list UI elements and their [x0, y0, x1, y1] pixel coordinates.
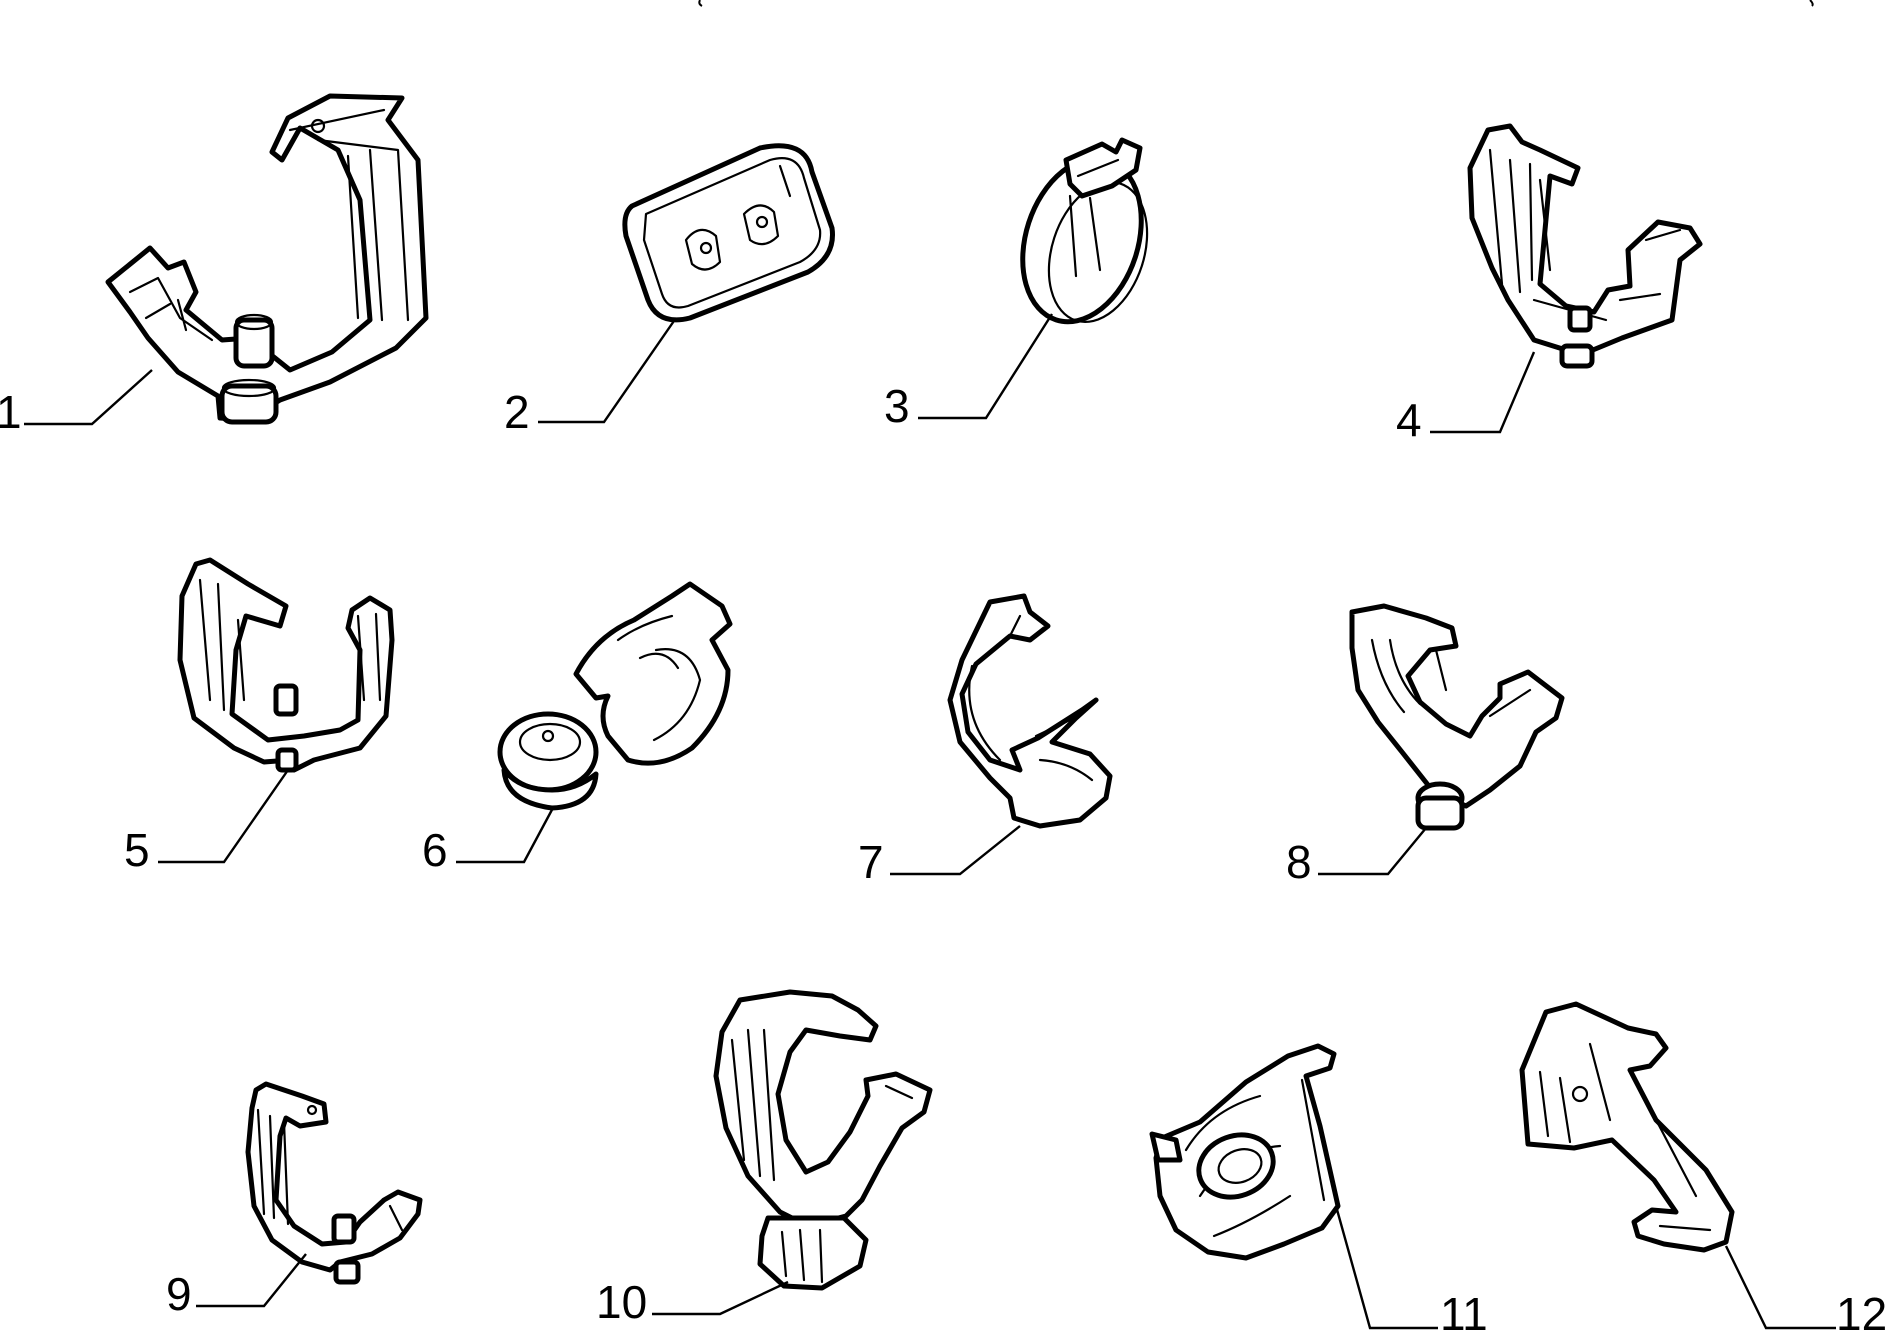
part-label-1: 1: [0, 386, 22, 438]
part-label-8: 8: [1286, 836, 1312, 888]
leader-5: [158, 769, 289, 864]
part-label-12: 12: [1836, 1288, 1885, 1332]
leader-7: [890, 825, 1021, 876]
part-7-drawing[interactable]: [947, 593, 1113, 829]
leader-1: [24, 369, 153, 426]
part-label-11: 11: [1440, 1288, 1488, 1332]
frame-mark-right: [1809, 0, 1814, 7]
leader-11: [1334, 1205, 1438, 1330]
part-4-drawing[interactable]: [1467, 123, 1703, 369]
leader-9: [196, 1253, 307, 1308]
leader-3: [918, 313, 1054, 420]
leader-4: [1430, 351, 1536, 434]
leader-2: [538, 317, 677, 424]
part-9-drawing[interactable]: [245, 1081, 423, 1285]
part-label-7: 7: [858, 836, 884, 888]
leader-12: [1724, 1245, 1836, 1330]
part-11-drawing[interactable]: [1149, 1043, 1341, 1261]
part-label-4: 4: [1396, 394, 1422, 446]
part-1-drawing[interactable]: [105, 93, 429, 425]
leader-6: [456, 805, 556, 864]
part-label-10: 10: [596, 1276, 647, 1328]
frame-mark-left: [698, 0, 703, 7]
part-5-drawing[interactable]: [177, 557, 395, 773]
part-6-drawing[interactable]: [497, 581, 733, 811]
part-label-9: 9: [166, 1268, 192, 1320]
part-label-2: 2: [504, 386, 530, 438]
part-8-drawing[interactable]: [1349, 603, 1565, 831]
leader-10: [652, 1280, 789, 1316]
part-12-drawing[interactable]: [1519, 1001, 1735, 1253]
part-label-6: 6: [422, 824, 448, 876]
part-label-5: 5: [124, 824, 150, 876]
leader-8: [1318, 827, 1427, 876]
part-2-drawing[interactable]: [622, 143, 835, 323]
part-10-drawing[interactable]: [713, 989, 933, 1291]
part-3-drawing[interactable]: [1003, 137, 1164, 337]
part-label-3: 3: [884, 380, 910, 432]
